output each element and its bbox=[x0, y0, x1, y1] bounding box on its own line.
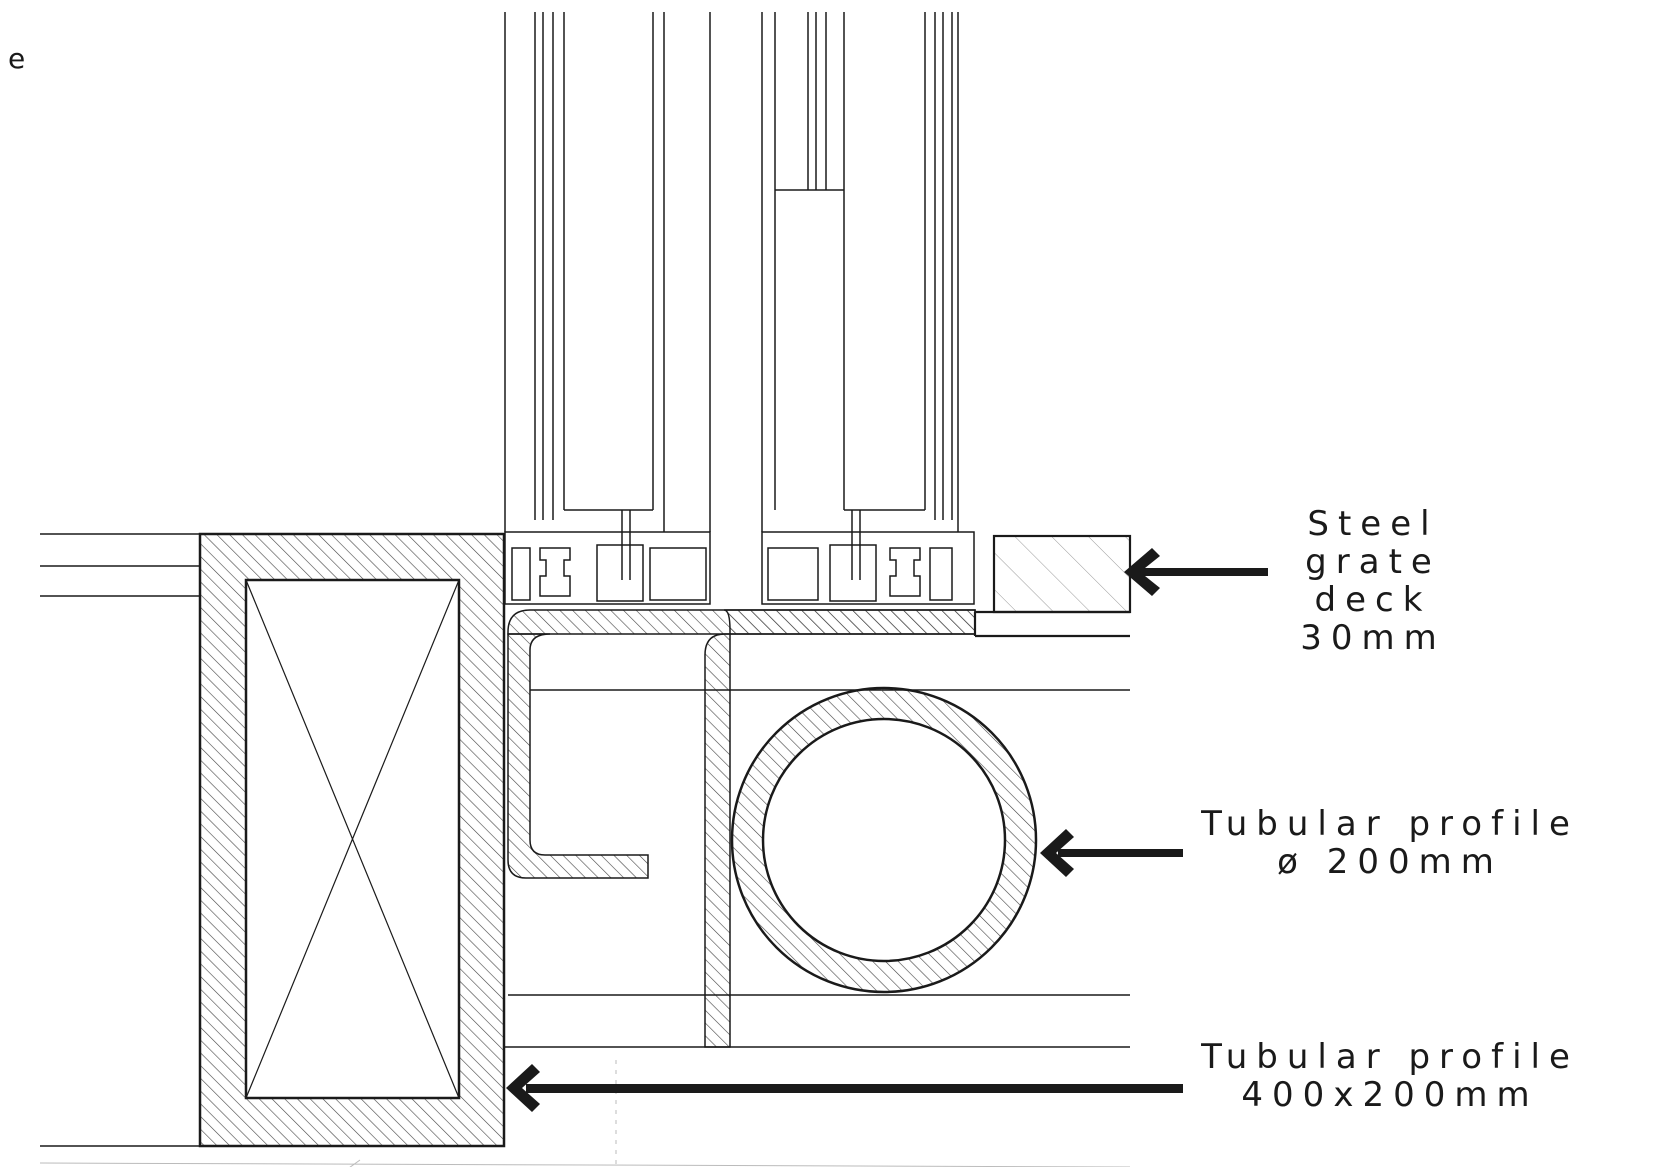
round-tube-200mm bbox=[730, 686, 1038, 994]
rails-right bbox=[349, 689, 1130, 1167]
label-line: deck bbox=[1315, 580, 1432, 620]
label-line: 30mm bbox=[1300, 618, 1446, 658]
label-line: Tubular profile bbox=[1200, 804, 1579, 844]
label-tubular-profile-round: Tubular profile ø 200mm bbox=[1200, 804, 1579, 882]
label-line: Tubular profile bbox=[1200, 1037, 1579, 1077]
arrow-round-tube bbox=[1040, 829, 1183, 877]
vertical-plate bbox=[704, 609, 976, 1048]
c-channel-profile bbox=[507, 633, 649, 879]
label-line: Steel bbox=[1307, 504, 1438, 544]
arrow-steel-grate bbox=[1124, 548, 1268, 596]
floor-lines-left bbox=[39, 533, 1131, 1167]
arrow-rect-tube bbox=[506, 1064, 1183, 1112]
label-line: grate bbox=[1305, 542, 1441, 582]
label-line: ø 200mm bbox=[1277, 842, 1503, 882]
label-line: 400x200mm bbox=[1241, 1075, 1538, 1115]
glazing-frame-right bbox=[761, 12, 959, 532]
sliding-track-profiles bbox=[504, 510, 975, 605]
steel-grate-deck bbox=[973, 534, 1132, 638]
label-tubular-profile-rect: Tubular profile 400x200mm bbox=[1200, 1037, 1579, 1115]
rectangular-tube-400x200 bbox=[198, 532, 506, 1148]
glazing-frame-left bbox=[504, 12, 711, 532]
corner-text: e bbox=[8, 42, 25, 75]
label-steel-grate-deck: Steel grate deck 30mm bbox=[1300, 504, 1446, 658]
